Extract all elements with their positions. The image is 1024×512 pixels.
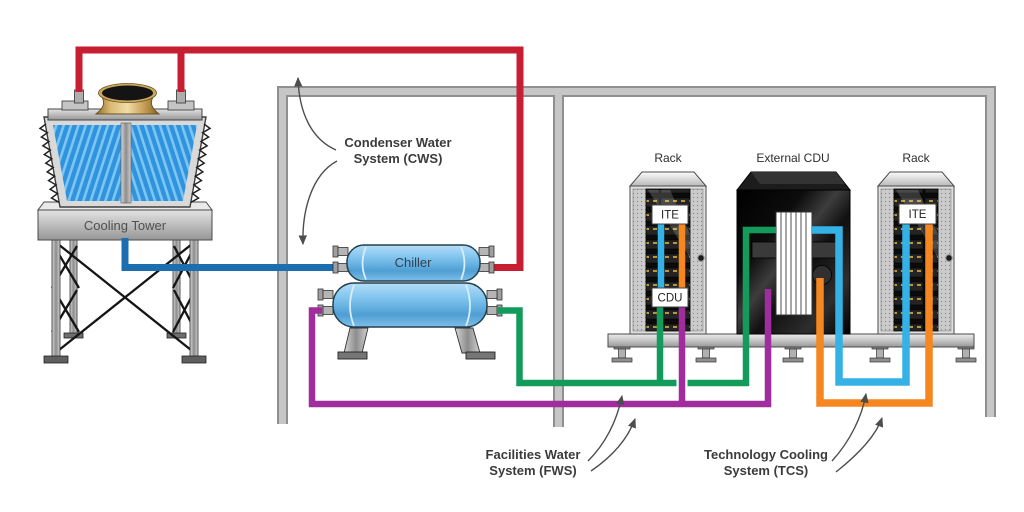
room-walls [277,86,996,427]
fws-arrow-2 [590,417,636,472]
cws-label-line2: System (CWS) [354,151,443,166]
cws-label-line1: Condenser Water [344,135,451,150]
cws-supply-pipe-red [75,46,524,271]
tower-fins-left [38,123,60,203]
tcs-return-pipe-orange [816,216,933,407]
rack-door-handle [945,254,953,262]
annotation-arrows [294,76,884,473]
annotations: Condenser Water System (CWS) Facilities … [294,76,884,478]
fws-arrow-1 [587,394,625,462]
ite-label-right: ITE [909,209,927,221]
cws-piping [75,46,524,271]
rack-left [628,171,708,335]
external-cdu [735,171,852,335]
tcs-label-line2: System (TCS) [724,463,809,478]
rack-right [876,171,956,335]
tower-fins-right [190,123,212,203]
tower-fill-panel-left [53,125,121,201]
chiller-label: Chiller [395,255,433,270]
rack-door-handle [697,254,705,262]
raised-floor [607,333,977,363]
cdu-heat-exchanger [775,211,813,316]
fan-opening [102,85,153,101]
tcs-label-line1: Technology Cooling [704,447,828,462]
tcs-arrow-2 [835,416,884,473]
fws-return-pipe-purple [308,289,772,408]
fws-label-line1: Facilities Water [486,447,581,462]
cws-arrow-up [294,76,337,151]
rack-side-panel [632,188,647,332]
rack-right-title: Rack [902,151,930,165]
cooling-tower-top [47,83,203,121]
fws-label-line2: System (FWS) [489,463,576,478]
equipment-titles: Rack External CDU Rack [654,151,930,165]
chiller-vessel-lower [332,282,488,328]
fws-supply-pipe-green [497,226,776,387]
cooling-tower-base: Cooling Tower [37,201,213,241]
cdu-box-left [651,287,689,308]
external-cdu-title: External CDU [756,151,829,165]
chiller-vessel-upper [346,244,481,282]
rack-left-title: Rack [654,151,682,165]
tower-center-divider [120,122,132,204]
rack-label-boxes: ITE CDU ITE [651,203,937,308]
tower-fill-panel-right [131,125,197,201]
cws-return-pipe-blue [121,238,342,271]
cdu-label-left: CDU [658,293,683,305]
fws-tcs-piping [308,216,933,408]
tcs-supply-pipe-cyan [812,216,910,386]
wall-fill [279,88,994,427]
cws-arrow-down [298,160,338,246]
ite-label-left: ITE [661,210,679,222]
rack-side-panel [880,188,895,332]
ite-box-left [651,204,689,225]
cooling-tower-label: Cooling Tower [84,218,167,233]
tcs-arrow-1 [831,392,869,462]
ite-box-right [898,203,937,225]
cooling-tower-body [38,116,212,208]
cooling-tower: Cooling Tower [37,83,213,364]
